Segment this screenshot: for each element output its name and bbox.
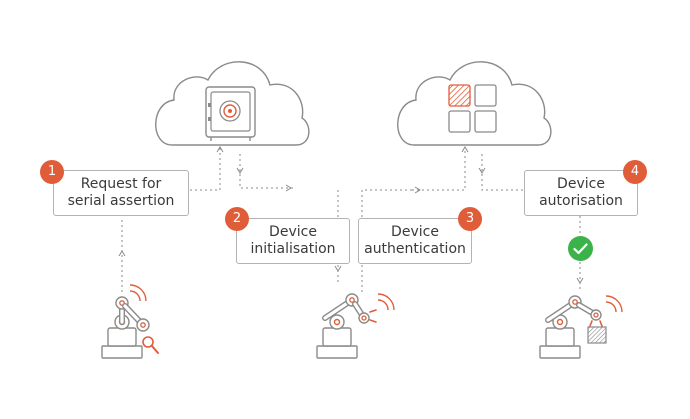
arrowhead bbox=[461, 146, 469, 153]
connector-cloud-to-init bbox=[239, 154, 295, 189]
step-initialisation-label: Device initialisation bbox=[250, 224, 336, 257]
step-request-label: Request for serial assertion bbox=[67, 176, 175, 209]
robot-arm-carrying-box-icon bbox=[539, 295, 623, 359]
cloud-store bbox=[397, 61, 552, 146]
cloud-shape bbox=[397, 61, 552, 146]
arrowhead bbox=[414, 186, 421, 194]
step-number-badge: 2 bbox=[225, 207, 249, 231]
step-authentication-box: Device authentication bbox=[358, 218, 472, 264]
step-autorisation-label: Device autorisation bbox=[539, 176, 623, 209]
checkmark-glyph bbox=[573, 242, 588, 254]
checkmark-icon bbox=[568, 236, 593, 261]
step-request-box: Request for serial assertion bbox=[53, 170, 189, 216]
robot-arm-scanning-icon bbox=[101, 284, 159, 359]
arrowhead bbox=[118, 250, 126, 257]
connector-robot-to-auth bbox=[361, 189, 412, 292]
step-number-badge: 3 bbox=[458, 207, 482, 231]
app-grid-icon bbox=[448, 84, 497, 133]
robot-arm-idle-icon bbox=[316, 293, 395, 359]
arrowheads bbox=[118, 146, 584, 284]
step-initialisation-box: Device initialisation bbox=[236, 218, 350, 264]
arrowhead bbox=[236, 167, 244, 174]
connector-cloud-to-autorisation bbox=[481, 154, 524, 191]
step-authentication-label: Device authentication bbox=[364, 224, 466, 257]
step-number-badge: 4 bbox=[623, 160, 647, 184]
connector-request-to-cloud bbox=[190, 148, 221, 191]
arrowhead bbox=[334, 265, 342, 272]
step-autorisation-box: Device autorisation bbox=[524, 170, 638, 216]
cloud-storage bbox=[155, 61, 310, 146]
connectors bbox=[121, 148, 581, 292]
step-number-badge: 1 bbox=[40, 160, 64, 184]
arrowhead bbox=[216, 146, 224, 153]
arrowhead bbox=[478, 167, 486, 174]
arrowhead bbox=[576, 277, 584, 284]
connector-auth-to-cloud bbox=[412, 148, 466, 191]
safe-icon bbox=[205, 86, 256, 141]
arrowhead bbox=[285, 184, 292, 192]
